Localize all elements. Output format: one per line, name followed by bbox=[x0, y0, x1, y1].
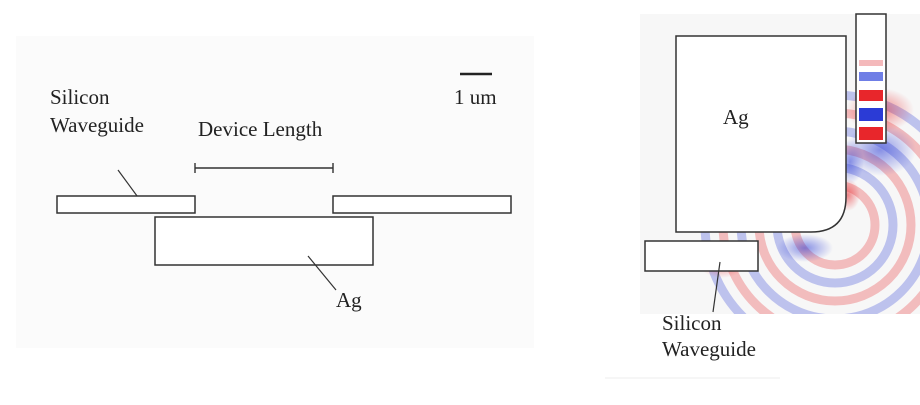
field-lobe bbox=[777, 234, 833, 262]
field-band bbox=[859, 127, 883, 140]
waveguide-leader-line bbox=[117, 169, 141, 201]
field-band bbox=[859, 60, 883, 66]
scale-bar-label: 1 um bbox=[454, 85, 497, 109]
horizontal-waveguide bbox=[644, 240, 759, 272]
ag-block-rounded bbox=[675, 35, 847, 233]
field-band bbox=[859, 108, 883, 121]
field-band bbox=[859, 90, 883, 101]
right-field-simulation: Ag Silicon Waveguide bbox=[605, 13, 920, 392]
ag-label: Ag bbox=[336, 288, 362, 312]
ag-block bbox=[154, 216, 374, 266]
left-waveguide-segment bbox=[56, 195, 196, 214]
waveguide-label-line2: Waveguide bbox=[50, 113, 144, 137]
waveguide-leader-line bbox=[712, 261, 721, 313]
waveguide-label-line2: Waveguide bbox=[662, 337, 756, 361]
ag-leader-line bbox=[307, 255, 337, 291]
device-length-label: Device Length bbox=[198, 117, 323, 141]
right-waveguide-segment bbox=[332, 195, 512, 214]
waveguide-label-line1: Silicon bbox=[50, 85, 110, 109]
waveguide-label-line1: Silicon bbox=[662, 311, 722, 335]
ag-label: Ag bbox=[723, 105, 749, 129]
field-band bbox=[859, 72, 883, 81]
left-panel-background bbox=[16, 36, 534, 348]
left-schematic: 1 um Silicon Waveguide Device Length Ag bbox=[16, 36, 534, 348]
